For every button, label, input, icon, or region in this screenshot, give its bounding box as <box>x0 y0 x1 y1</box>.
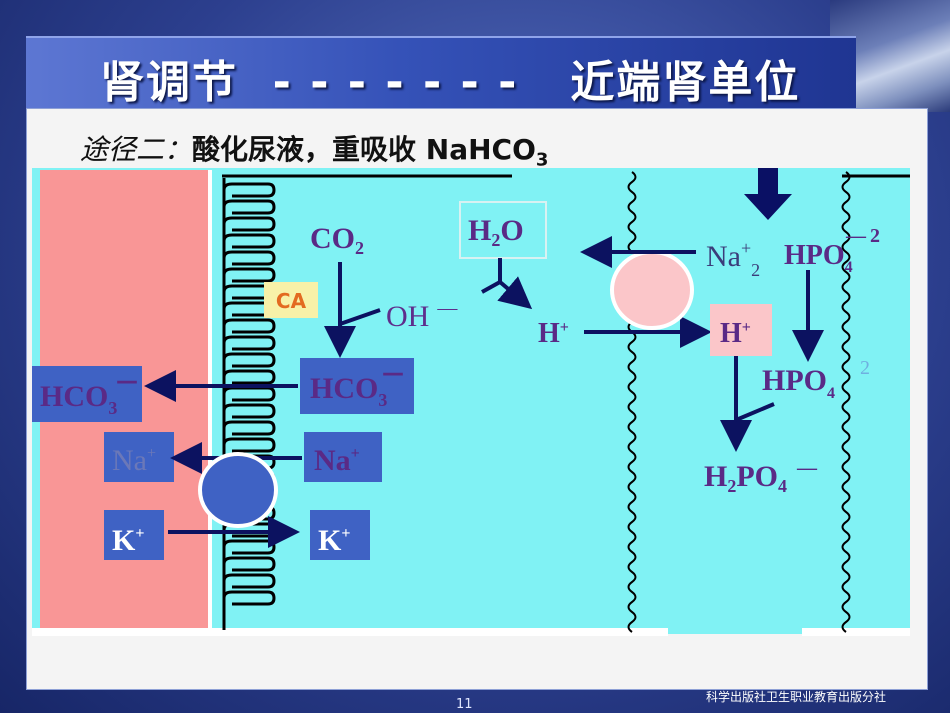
na-blood-label: Na+ <box>112 444 156 477</box>
hco3-cell-box <box>300 358 414 414</box>
apical-membrane <box>627 171 637 633</box>
h-ion-lumen-box <box>710 304 772 356</box>
na-cell-box <box>304 432 382 482</box>
kidney-diagram: CO2 CA OH— H2O H+ Na+2 HPO4 —2 H+ HPO4 2… <box>32 168 910 636</box>
h2o-label: H2O <box>468 214 524 250</box>
next-cell-membrane <box>841 171 851 633</box>
co2-label: CO2 <box>310 222 364 258</box>
hpo4-charge-top: —2 <box>845 225 880 247</box>
hpo4-label-mid: HPO4 <box>762 364 835 402</box>
na-cell-label: Na+ <box>314 444 360 477</box>
ca-box <box>264 282 318 318</box>
apical-exchanger <box>610 250 694 330</box>
subtitle: 途径二：酸化尿液，重吸收 NaHCO3 <box>80 128 548 171</box>
hco3-cell-charge: — <box>382 361 404 386</box>
na2-label: Na+2 <box>706 238 760 280</box>
hpo4-combine-branch <box>735 402 775 422</box>
k-cell-box <box>310 510 370 560</box>
bottom-strip-left <box>32 628 668 636</box>
publisher: 科学出版社卫生职业教育出版分社 <box>706 690 887 704</box>
k-blood-box <box>104 510 164 560</box>
title-bar <box>26 36 856 112</box>
hco3-cell-label: HCO3 <box>310 372 387 410</box>
bottom-strip-right <box>802 628 910 636</box>
oh-label: OH— <box>386 297 458 333</box>
na-blood-box <box>104 432 174 482</box>
h2po4-label: H2PO4— <box>704 457 818 496</box>
hco3-blood-box <box>32 366 142 422</box>
na-k-pump <box>198 452 278 528</box>
h-ion-cell: H+ <box>538 318 569 349</box>
subtitle-text: 酸化尿液，重吸收 NaHCO <box>192 133 536 166</box>
hpo4-label-top: HPO4 <box>784 240 853 276</box>
page-number: 11 <box>456 697 473 712</box>
h2o-box <box>459 201 547 259</box>
hpo4-charge-mid: 2 <box>860 357 870 379</box>
page-title: 肾调节 - - - - - - - 近端肾单位 <box>100 57 801 108</box>
h2o-right-branch <box>497 276 533 310</box>
ca-label: CA <box>276 289 307 313</box>
subtitle-sub: 3 <box>535 149 549 171</box>
hco3-blood-label: HCO3 <box>40 380 117 418</box>
h-ion-lumen: H+ <box>720 318 751 349</box>
h2o-left-branch <box>481 280 501 294</box>
oh-branch <box>339 308 381 326</box>
k-cell-label: K+ <box>318 524 350 557</box>
subtitle-prefix: 途径二： <box>80 133 193 166</box>
hco3-blood-charge: — <box>116 369 138 394</box>
filtrate-down-arrow <box>744 168 792 220</box>
k-blood-label: K+ <box>112 524 144 557</box>
